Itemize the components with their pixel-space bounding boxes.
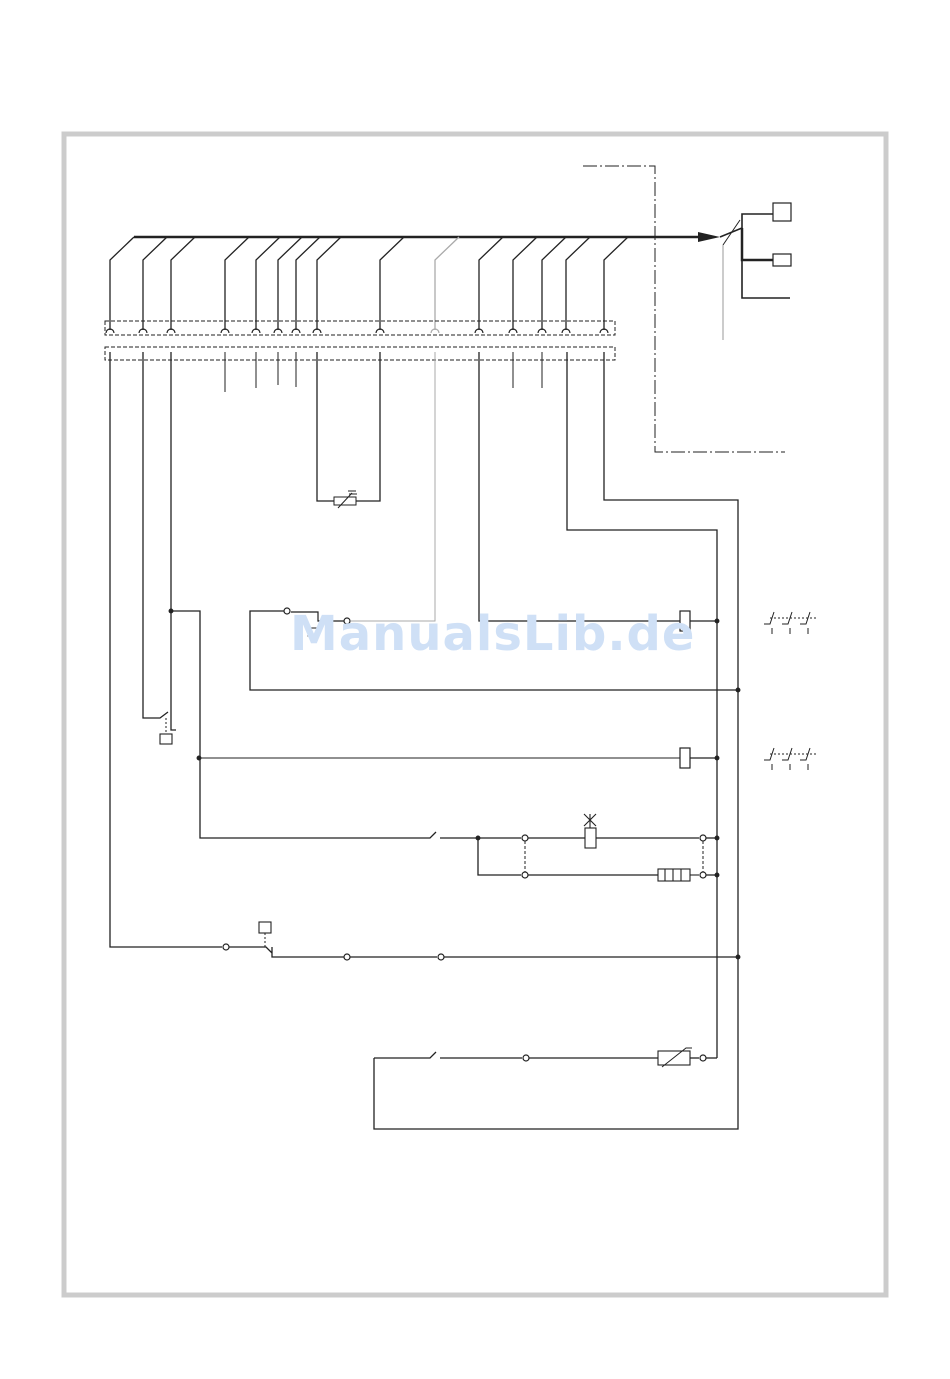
overload-protector	[374, 1048, 717, 1067]
contactor-contacts	[764, 612, 818, 770]
door-switch	[143, 352, 176, 744]
fan-motor	[584, 814, 596, 848]
thermostat	[110, 352, 740, 960]
heater-element	[658, 869, 699, 881]
page-frame	[64, 134, 886, 1295]
relay-2-circuit	[169, 609, 719, 838]
right-bus	[374, 352, 738, 1129]
terminal-strip	[105, 321, 615, 360]
relay-1-circuit	[250, 352, 740, 692]
terminal-stubs	[225, 352, 542, 392]
bundle-fanout	[110, 237, 628, 330]
cable-bundle	[134, 203, 791, 340]
thermistor-sensor	[317, 352, 380, 508]
enclosure-boundary	[583, 166, 785, 452]
